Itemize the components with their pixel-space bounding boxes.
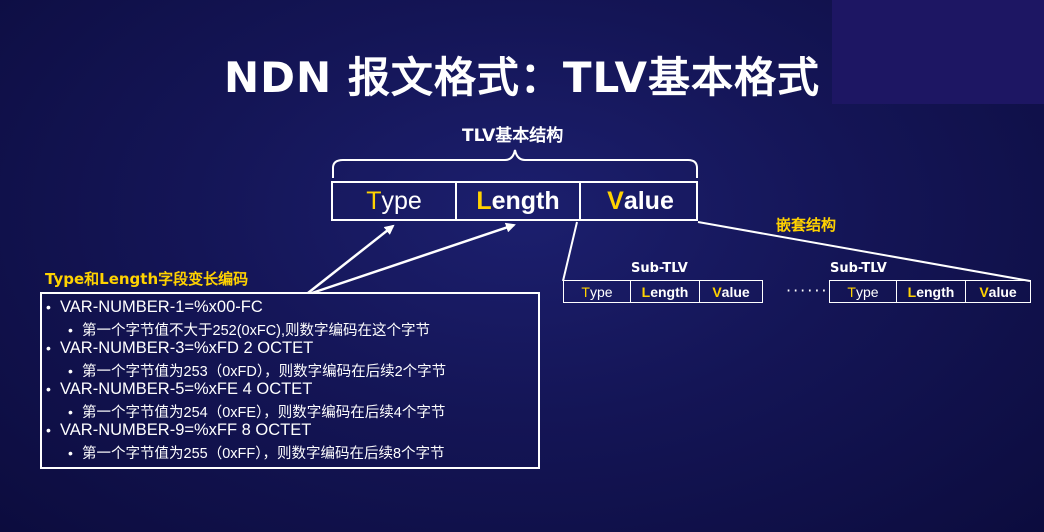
var-number-list: •VAR-NUMBER-1=%x00-FC •第一个字节值不大于252(0xFC… — [40, 292, 540, 469]
list-item: •VAR-NUMBER-5=%xFE 4 OCTET — [46, 380, 313, 398]
var-length-encoding-label: Type和Length字段变长编码 — [45, 270, 249, 288]
bullet-icon: • — [68, 403, 73, 420]
list-item-detail: •第一个字节值为253（0xFD），则数字编码在后续2个字节 — [68, 362, 447, 380]
bullet-icon: • — [68, 321, 73, 338]
arrow-to-length — [311, 222, 516, 295]
arrow-to-type — [307, 224, 395, 294]
nested-line-right — [697, 221, 1031, 282]
bullet-icon: • — [46, 422, 51, 438]
bullet-icon: • — [46, 381, 51, 397]
bullet-icon: • — [68, 444, 73, 461]
list-item-detail: •第一个字节值为255（0xFF），则数字编码在后续8个字节 — [68, 444, 445, 462]
ellipsis: ······ — [786, 281, 829, 300]
list-item: •VAR-NUMBER-9=%xFF 8 OCTET — [46, 421, 312, 439]
structure-brace — [332, 149, 698, 178]
sub-tlv-label-right: Sub-TLV — [830, 261, 887, 276]
bullet-icon: • — [46, 299, 51, 315]
list-item: •VAR-NUMBER-3=%xFD 2 OCTET — [46, 339, 314, 357]
list-item: •VAR-NUMBER-1=%x00-FC — [46, 298, 263, 316]
sub-tlv-label-left: Sub-TLV — [631, 261, 688, 276]
bullet-icon: • — [68, 362, 73, 379]
list-item-detail: •第一个字节值不大于252(0xFC),则数字编码在这个字节 — [68, 321, 431, 339]
bullet-icon: • — [46, 340, 51, 356]
tlv-basic-structure-label: TLV基本结构 — [462, 126, 564, 146]
corner-decoration — [832, 0, 1044, 104]
nested-structure-label: 嵌套结构 — [776, 216, 837, 234]
nested-line-left — [562, 221, 578, 282]
page-title: NDN 报文格式：TLV基本格式 — [224, 53, 820, 102]
list-item-detail: •第一个字节值为254（0xFE），则数字编码在后续4个字节 — [68, 403, 446, 421]
